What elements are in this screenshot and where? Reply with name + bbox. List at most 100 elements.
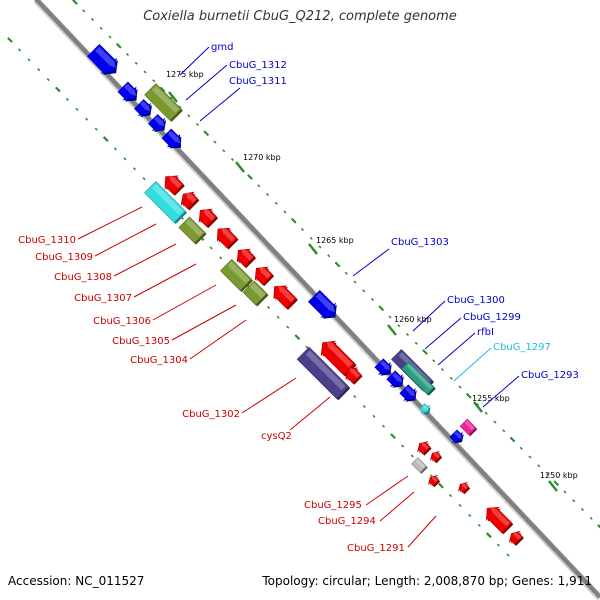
leader-line (94, 223, 157, 257)
gene-label-text: CbuG_1305 (112, 336, 170, 347)
gene-magenta-block-body (459, 418, 477, 436)
gene-cyan-small-block[interactable] (419, 403, 431, 415)
gc-track-upper (72, 0, 600, 529)
label-cbug-1307[interactable]: CbuG_1307 (74, 263, 197, 304)
gene-cbug-1309-block[interactable] (180, 191, 200, 211)
label-cysq2[interactable]: cysQ2 (261, 396, 331, 442)
gc-dash (410, 454, 414, 458)
label-cbug-1311[interactable]: CbuG_1311 (199, 76, 287, 122)
label-cbug-1297[interactable]: CbuG_1297 (453, 342, 551, 382)
leader-line (365, 475, 409, 506)
gene-cyan-1-block[interactable] (144, 181, 188, 225)
gc-dash (134, 61, 138, 65)
gene-label-text: CbuG_1293 (521, 370, 579, 381)
label-rfbi[interactable]: rfbI (437, 327, 494, 366)
gc-dash (309, 236, 313, 240)
tick-2: 1270 kbp (235, 153, 281, 173)
gc-dash (580, 507, 585, 512)
label-cbug-1294[interactable]: CbuG_1294 (318, 491, 415, 527)
gene-cbug-1294b-block[interactable] (427, 474, 441, 488)
gene-magenta-block[interactable] (459, 418, 478, 437)
gene-cysq2-block[interactable] (345, 367, 363, 385)
gene-label-text: CbuG_1306 (93, 316, 151, 327)
gene-olive-1-block[interactable] (144, 83, 183, 122)
label-cbug-1312[interactable]: CbuG_1312 (185, 60, 287, 101)
label-cbug-1302[interactable]: CbuG_1302 (182, 377, 297, 420)
label-cbug-1291[interactable]: CbuG_1291 (347, 515, 437, 554)
gene-cbug-1302-block[interactable] (320, 340, 357, 377)
label-cbug-1309[interactable]: CbuG_1309 (35, 223, 157, 263)
gene-cbug-1299-block-body (386, 370, 403, 387)
gene-gmd-block[interactable] (86, 43, 118, 75)
label-cbug-1293[interactable]: CbuG_1293 (482, 370, 579, 408)
gene-cbug-1306-block[interactable] (236, 248, 257, 269)
gene-cbug-1311-block[interactable] (148, 114, 167, 133)
gene-cysq2-block-body (345, 367, 362, 384)
label-cbug-1306[interactable]: CbuG_1306 (93, 284, 217, 327)
leader-line (179, 46, 210, 76)
label-cbug-1303[interactable]: CbuG_1303 (352, 237, 449, 277)
label-cbug-1300[interactable]: CbuG_1300 (412, 295, 505, 332)
gene-red-small-block[interactable] (457, 481, 471, 495)
gene-cbug-1295-block[interactable] (417, 441, 432, 456)
gene-cbug-1310-block[interactable] (164, 175, 185, 196)
label-gmd[interactable]: gmd (179, 42, 233, 76)
gene-olive-1-block-gloss (152, 86, 179, 113)
gene-cbug-1309-block-body (180, 191, 199, 210)
gene-cbug-1291-block[interactable] (486, 506, 514, 535)
label-cbug-1299[interactable]: CbuG_1299 (424, 312, 521, 350)
gene-cbug-1299-block[interactable] (386, 370, 404, 388)
gene-cbug-1294-block[interactable] (429, 450, 443, 464)
gene-gmd-block-body (86, 43, 117, 74)
gc-dash (362, 289, 366, 293)
gc-dash (334, 261, 341, 268)
gc-dash (305, 345, 309, 349)
tick-mark (308, 243, 318, 255)
gene-cbug-1305-block-body (254, 266, 274, 286)
gc-dash (362, 404, 366, 408)
gene-cbug-1293-block[interactable] (449, 429, 464, 444)
gene-grey-block-gloss (415, 458, 426, 469)
gc-dash (65, 97, 70, 101)
gc-dash (537, 464, 541, 468)
label-cbug-1310[interactable]: CbuG_1310 (18, 206, 143, 246)
gc-dash (99, 26, 103, 30)
gene-cbug-1294-block-body (429, 450, 442, 463)
label-cbug-1308[interactable]: CbuG_1308 (54, 243, 177, 283)
gene-cbug-1308-block-gloss (203, 208, 216, 221)
gene-olive-4-block-gloss (249, 282, 266, 299)
gene-label-text: CbuG_1311 (229, 76, 287, 87)
gene-cbug-1312-block[interactable] (117, 81, 138, 102)
gene-cbug-1291b-block[interactable] (508, 530, 524, 546)
gene-cbug-1311-block-body (148, 114, 165, 131)
gene-label-text: CbuG_1297 (493, 342, 551, 353)
gene-cbug-1297-block[interactable] (401, 361, 436, 396)
label-cbug-1304[interactable]: CbuG_1304 (130, 319, 247, 366)
gene-olive-2-block[interactable] (178, 216, 207, 245)
gene-cbug-1303-block[interactable] (307, 289, 337, 319)
gene-cbug-1304-block[interactable] (273, 285, 298, 310)
gc-dash (432, 359, 436, 363)
gene-purple-1-block[interactable] (296, 346, 351, 401)
gene-cbug-1310-block-gloss (168, 175, 182, 189)
gene-olive-4-block[interactable] (242, 280, 269, 307)
gc-dash (294, 334, 301, 341)
gene-grey-block[interactable] (411, 457, 428, 474)
tick-6: 1250 kbp (540, 471, 578, 492)
gc-dash (187, 114, 191, 118)
gene-cbug-1311b-block[interactable] (161, 128, 182, 149)
gene-cbug-1312b-block[interactable] (134, 99, 153, 118)
gc-dash (438, 482, 444, 489)
gene-cbug-1305-block[interactable] (254, 266, 275, 287)
gene-olive-3-block[interactable] (219, 258, 254, 293)
label-cbug-1305[interactable]: CbuG_1305 (112, 304, 237, 347)
gene-rfbi-block-body (399, 384, 416, 401)
gene-cbug-1307-block[interactable] (216, 227, 239, 250)
gc-dash (468, 513, 472, 517)
gene-red-small-block-body (457, 481, 470, 494)
label-cbug-1295[interactable]: CbuG_1295 (304, 475, 409, 511)
gene-cbug-1308-block[interactable] (198, 208, 219, 229)
gene-rfbi-block[interactable] (399, 384, 417, 402)
gene-cbug-1300-block[interactable] (374, 358, 392, 376)
gene-cbug-1303-block-body (307, 289, 336, 318)
